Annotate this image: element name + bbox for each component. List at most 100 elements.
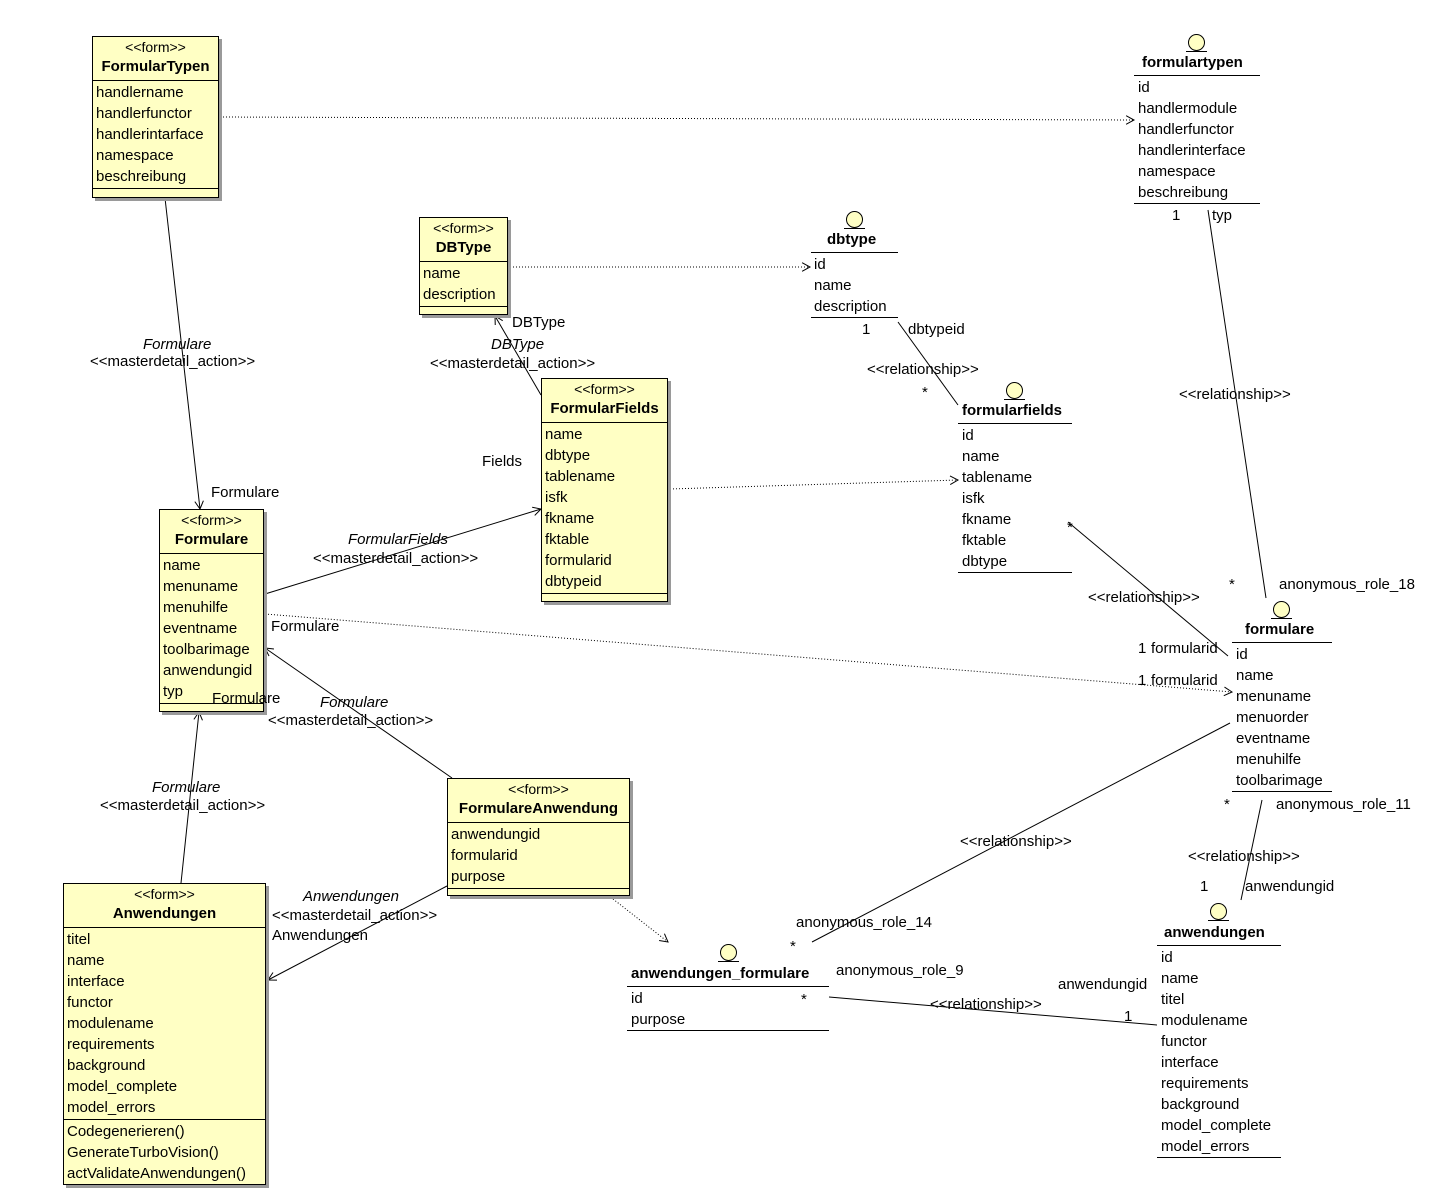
stereotype-label: <<masterdetail_action>> [313,550,479,567]
column: dbtype [962,553,1008,570]
multiplicity-label: * [922,384,928,401]
association-line[interactable] [1240,799,1263,901]
column: handlerinterface [1138,142,1246,159]
divider [1157,1157,1281,1158]
stereotype: <<form>> [125,39,186,55]
attribute: requirements [67,1036,155,1053]
attribute: model_errors [67,1099,156,1116]
association-line[interactable] [897,321,959,406]
stereotype-label: <<relationship>> [1188,848,1300,865]
class-header: <<form>> FormulareAnwendung [448,779,629,823]
dependency-line[interactable] [264,613,1233,693]
column: background [1161,1096,1240,1113]
column: functor [1161,1033,1207,1050]
association-line[interactable] [180,711,200,884]
stereotype: <<form>> [433,220,494,236]
role-label: DBType [512,314,566,331]
stereotype-label: <<masterdetail_action>> [268,712,434,729]
entity-name: formulare [1245,621,1315,638]
association-line[interactable] [828,996,1158,1026]
entity-name: dbtype [827,231,877,248]
methods [420,307,507,315]
association-line[interactable] [1067,521,1229,657]
association-line[interactable] [494,315,542,396]
role-label: FormularFields [348,531,449,548]
arrowhead-icon [264,647,275,657]
stereotype: <<form>> [181,512,242,528]
column: id [814,256,826,273]
stereotype-label: <<masterdetail_action>> [272,907,438,924]
methods [448,889,629,897]
attribute: name [163,557,201,574]
column: handlermodule [1138,100,1238,117]
arrowhead-icon [801,262,812,272]
column: menuhilfe [1236,751,1302,768]
dependency-line[interactable] [612,898,669,943]
attribute: namespace [96,147,174,164]
attribute: typ [163,683,184,700]
attribute: description [423,286,496,303]
class-name: Anwendungen [112,905,217,922]
attribute: beschreibung [96,168,187,185]
entity-name: anwendungen [1164,924,1265,941]
dependency-line[interactable] [219,116,1135,121]
association-line[interactable] [264,508,542,595]
attribute: handlerintarface [96,126,204,143]
column: requirements [1161,1075,1249,1092]
entity-icon [844,211,865,229]
stereotype-label: <<relationship>> [930,996,1042,1013]
column: name [814,277,852,294]
stereotype: <<form>> [508,781,569,797]
arrowhead-icon [1125,115,1136,125]
role-label: formularid [1151,672,1218,689]
arrowhead-icon [193,710,203,721]
role-label: DBType [491,336,545,353]
association-line[interactable] [267,885,448,981]
multiplicity-label: 1 [1124,1008,1133,1025]
divider [1134,75,1260,76]
column: titel [1161,991,1185,1008]
class-name: DBType [435,239,492,256]
attribute: fkname [545,510,595,527]
stereotype-label: <<masterdetail_action>> [90,353,256,370]
entity-icon [718,944,739,962]
class-header: <<form>> FormularTypen [93,37,218,81]
dependency-line[interactable] [669,479,959,490]
association-line[interactable] [1207,209,1267,599]
divider [1232,642,1332,643]
association-line[interactable] [811,722,1231,943]
attribute: titel [67,931,91,948]
role-label: anwendungid [1058,976,1148,993]
attribute: toolbarimage [163,641,250,658]
role-label: Formulare [212,690,281,707]
role-label: Anwendungen [272,927,368,944]
attribute: dbtypeid [545,573,602,590]
stereotype-label: <<masterdetail_action>> [100,797,266,814]
role-label: anonymous_role_11 [1276,796,1411,813]
divider [958,572,1072,573]
association-line[interactable] [264,647,453,779]
role-label: Formulare [271,618,340,635]
class-header: <<form>> FormularFields [542,379,667,423]
methods [93,189,218,197]
class-header: <<form>> DBType [420,218,507,262]
column: id [631,990,643,1007]
stereotype: <<form>> [134,886,195,902]
stereotype-label: <<masterdetail_action>> [430,355,596,372]
association-line[interactable] [164,197,201,510]
entity-name: formularfields [962,402,1063,419]
